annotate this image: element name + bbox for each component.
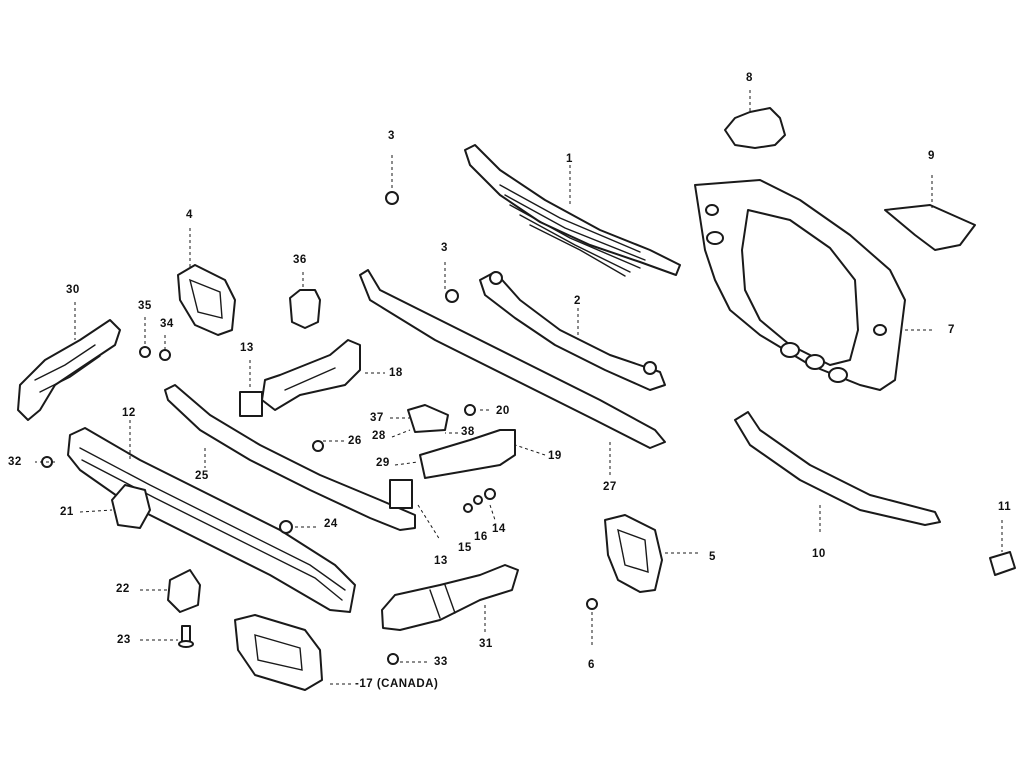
part-rubber-block-22 (167, 569, 201, 613)
callout-20: 20 (496, 405, 510, 417)
callout-33: 33 (434, 656, 448, 668)
callout-37: 37 (370, 412, 384, 424)
callout-8: 8 (746, 72, 753, 84)
part-lower-strip-right (734, 411, 941, 526)
callout-28: 28 (372, 430, 386, 442)
callout-25: 25 (195, 470, 209, 482)
callout-35: 35 (138, 300, 152, 312)
callout-9: 9 (928, 150, 935, 162)
leader-lines (35, 90, 1003, 685)
callout-7: 7 (948, 324, 955, 336)
callout-15: 15 (458, 542, 472, 554)
callout-29: 29 (376, 457, 390, 469)
callout-34: 34 (160, 318, 174, 330)
part-bracket-4 (177, 264, 236, 336)
callout-5: 5 (709, 551, 716, 563)
part-bracket-5 (604, 514, 663, 593)
callout-27: 27 (603, 481, 617, 493)
part-bumper-corner-31 (381, 564, 519, 631)
callout-19: 19 (548, 450, 562, 462)
part-bolt-23 (178, 625, 194, 648)
callout-32: 32 (8, 456, 22, 468)
part-bracket-8 (724, 107, 786, 149)
fasteners (41, 191, 598, 665)
callout-13-upper: 13 (240, 342, 254, 354)
callout-6: 6 (588, 659, 595, 671)
callout-1: 1 (566, 153, 573, 165)
part-rubber-mount-36 (289, 289, 321, 329)
part-bracket-9 (884, 204, 976, 251)
callout-38: 38 (461, 426, 475, 438)
callout-23: 23 (117, 634, 131, 646)
callout-22: 22 (116, 583, 130, 595)
callout-10: 10 (812, 548, 826, 560)
callout-14: 14 (492, 523, 506, 535)
part-grille-lower-trim (479, 271, 666, 391)
callout-11: 11 (998, 501, 1012, 513)
callout-16: 16 (474, 531, 488, 543)
part-lower-strip-left (164, 384, 416, 531)
callout-2: 2 (574, 295, 581, 307)
callout-26: 26 (348, 435, 362, 447)
part-bolt-11 (989, 551, 1016, 576)
part-front-grille (464, 144, 681, 277)
callout-3-lower: 3 (441, 242, 448, 254)
part-license-bracket-17 (234, 614, 323, 691)
part-bracket-assembly-29 (389, 404, 516, 509)
callout-17-canada: -17 (CANADA) (355, 678, 439, 690)
callout-18: 18 (389, 367, 403, 379)
part-bumper-upper-strip (359, 269, 666, 449)
callout-36: 36 (293, 254, 307, 266)
callout-12: 12 (122, 407, 136, 419)
callout-31: 31 (479, 638, 493, 650)
part-side-guard-30 (17, 319, 121, 421)
part-bumper-bar-12 (67, 427, 356, 613)
part-bumper-guard-21 (111, 484, 151, 529)
part-radiator-core-support (694, 179, 906, 391)
callout-13-lower: 13 (434, 555, 448, 567)
callout-4: 4 (186, 209, 193, 221)
callout-30: 30 (66, 284, 80, 296)
part-bumper-stay-18 (239, 339, 361, 417)
callout-21: 21 (60, 506, 74, 518)
callout-24: 24 (324, 518, 338, 530)
callout-3-upper: 3 (388, 130, 395, 142)
